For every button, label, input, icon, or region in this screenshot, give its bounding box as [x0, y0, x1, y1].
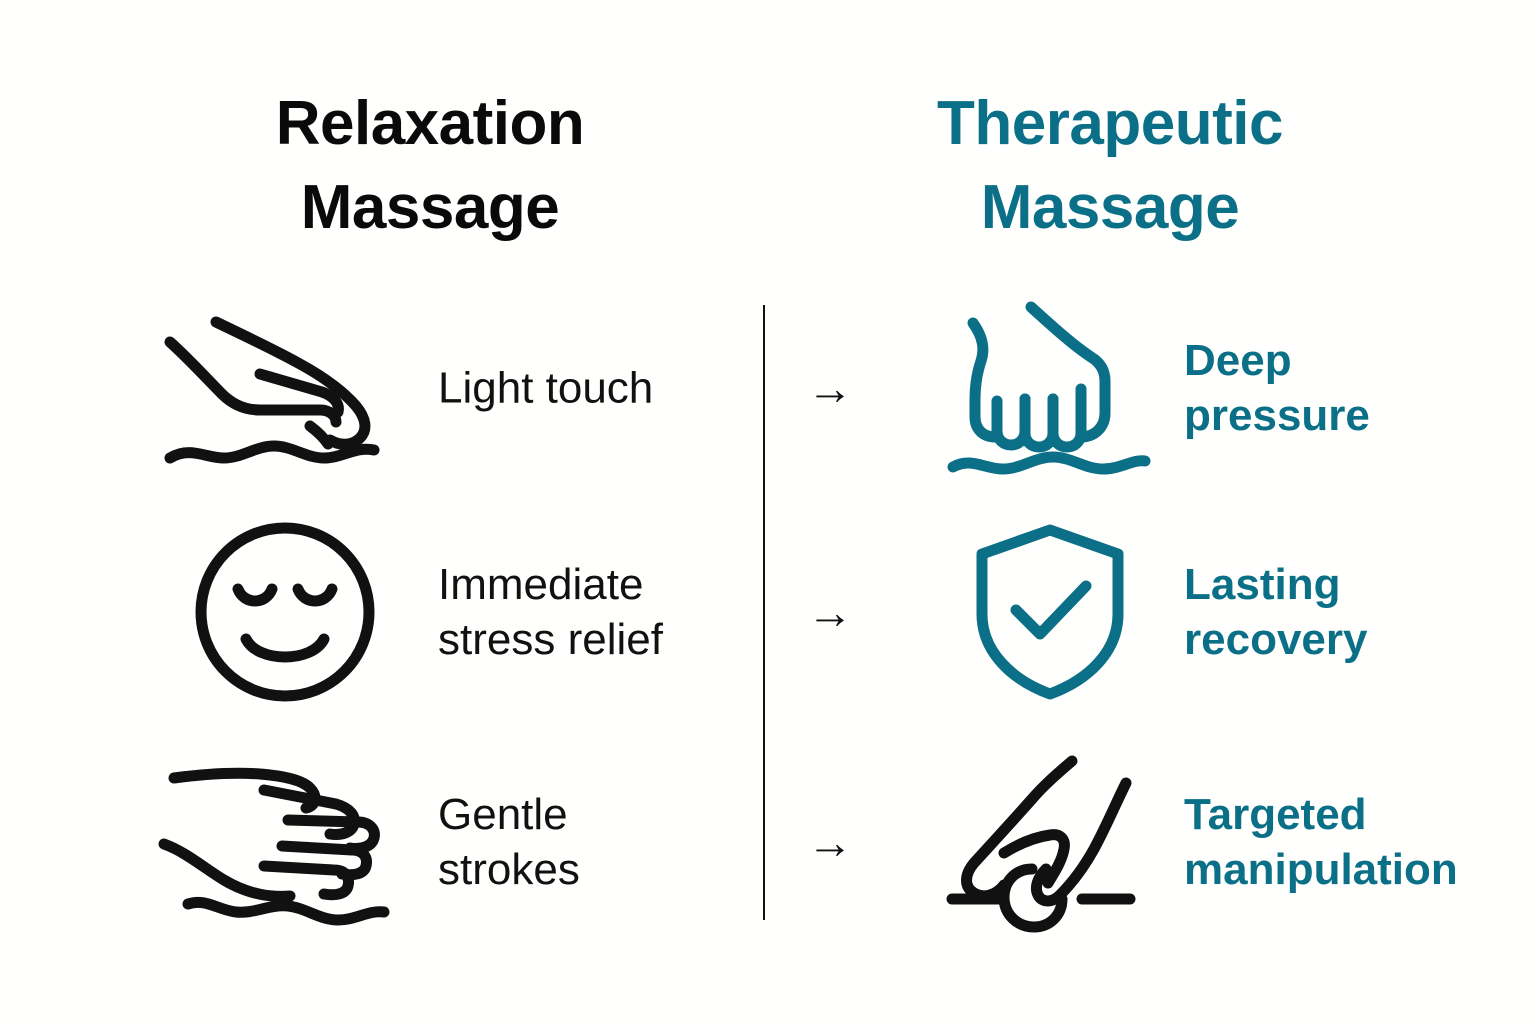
right-column-title: Therapeutic Massage [800, 82, 1420, 249]
right-title-line-2: Massage [980, 172, 1240, 242]
hand-targeted-manipulation-icon [930, 742, 1170, 942]
left-title-line-1: Relaxation [275, 89, 585, 158]
right-title-line-1: Therapeutic [937, 89, 1283, 158]
hand-gentle-strokes-icon [150, 742, 420, 942]
row-arrow-icon: → [807, 816, 853, 868]
right-label-line-2: recovery [1184, 615, 1368, 664]
right-row-label: Targeted manipulation [1184, 787, 1514, 897]
hand-light-touch-icon [150, 288, 420, 488]
column-divider [763, 305, 765, 920]
left-title-line-2: Massage [300, 172, 560, 242]
comparison-row: Gentle strokes → Targeted manipulation [0, 742, 1536, 942]
right-label-line-2: manipulation [1184, 845, 1458, 894]
left-label-line-1: Immediate [438, 560, 644, 609]
row-arrow-icon: → [807, 586, 853, 638]
left-label-line-1: Gentle [438, 790, 568, 839]
relaxed-face-icon [150, 512, 420, 712]
comparison-row: Light touch → Deep pressure [0, 288, 1536, 488]
fist-deep-pressure-icon [930, 288, 1170, 488]
right-label-line-2: pressure [1184, 391, 1370, 440]
right-label-line-1: Lasting [1184, 560, 1341, 609]
shield-check-icon [930, 512, 1170, 712]
left-column-title: Relaxation Massage [100, 82, 760, 249]
right-row-label: Lasting recovery [1184, 557, 1514, 667]
comparison-row: Immediate stress relief → Lasting recove… [0, 512, 1536, 712]
left-row-label: Gentle strokes [438, 787, 748, 897]
left-row-label: Immediate stress relief [438, 557, 748, 667]
left-label-line-2: stress relief [438, 615, 663, 664]
right-label-line-1: Deep [1184, 336, 1292, 385]
left-label-line-2: strokes [438, 845, 580, 894]
right-row-label: Deep pressure [1184, 333, 1514, 443]
left-row-label: Light touch [438, 361, 748, 416]
right-label-line-1: Targeted [1184, 790, 1367, 839]
row-arrow-icon: → [807, 362, 853, 414]
left-label-line-1: Light touch [438, 363, 654, 413]
